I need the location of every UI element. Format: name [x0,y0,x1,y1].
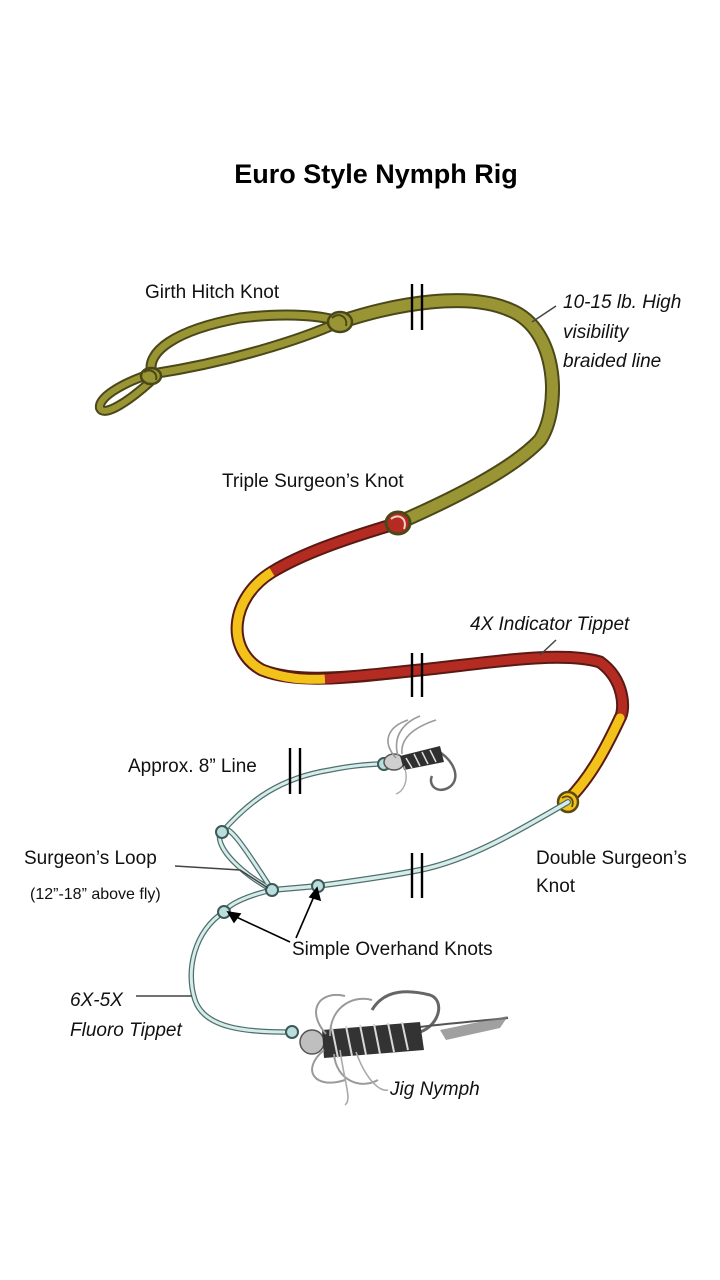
loop-junction-knot-icon [265,883,279,897]
label-fluoro-1: 6X-5X [70,990,124,1011]
diagram-title: Euro Style Nymph Rig [234,159,518,189]
girth-hitch-knot-icon [326,310,354,334]
line-break-icon [288,284,424,898]
label-overhand-knots: Simple Overhand Knots [292,939,493,960]
jig-nymph-icon [299,990,509,1106]
fluoro-tippet-line [188,761,571,1035]
label-triple-surgeons: Triple Surgeon’s Knot [222,471,404,492]
pointer-arrows [226,886,322,943]
triple-surgeons-knot-icon [384,510,412,536]
indicator-tippet-line [230,516,630,807]
label-braided-line-3: braided line [563,351,661,372]
label-approx-line: Approx. 8” Line [128,756,257,777]
label-surgeons-loop-note: (12”-18” above fly) [30,886,161,903]
label-braided-line-1: 10-15 lb. High [563,292,681,313]
braided-line [95,293,560,531]
label-surgeons-loop: Surgeon’s Loop [24,848,157,869]
nymph-fly-icon [383,715,457,795]
label-braided-line-2: visibility [563,322,630,343]
jig-fly-knot-icon [285,1025,299,1039]
pointer-lines [136,305,557,997]
label-double-surgeons-2: Knot [536,876,576,897]
label-indicator-tippet: 4X Indicator Tippet [470,614,630,635]
label-girth-hitch: Girth Hitch Knot [145,282,280,303]
label-double-surgeons-1: Double Surgeon’s [536,848,687,869]
label-jig-nymph: Jig Nymph [389,1079,480,1100]
label-fluoro-2: Fluoro Tippet [70,1020,182,1041]
surgeons-loop-knot-icon [215,825,229,839]
butt-loop-knot-icon [139,366,163,386]
